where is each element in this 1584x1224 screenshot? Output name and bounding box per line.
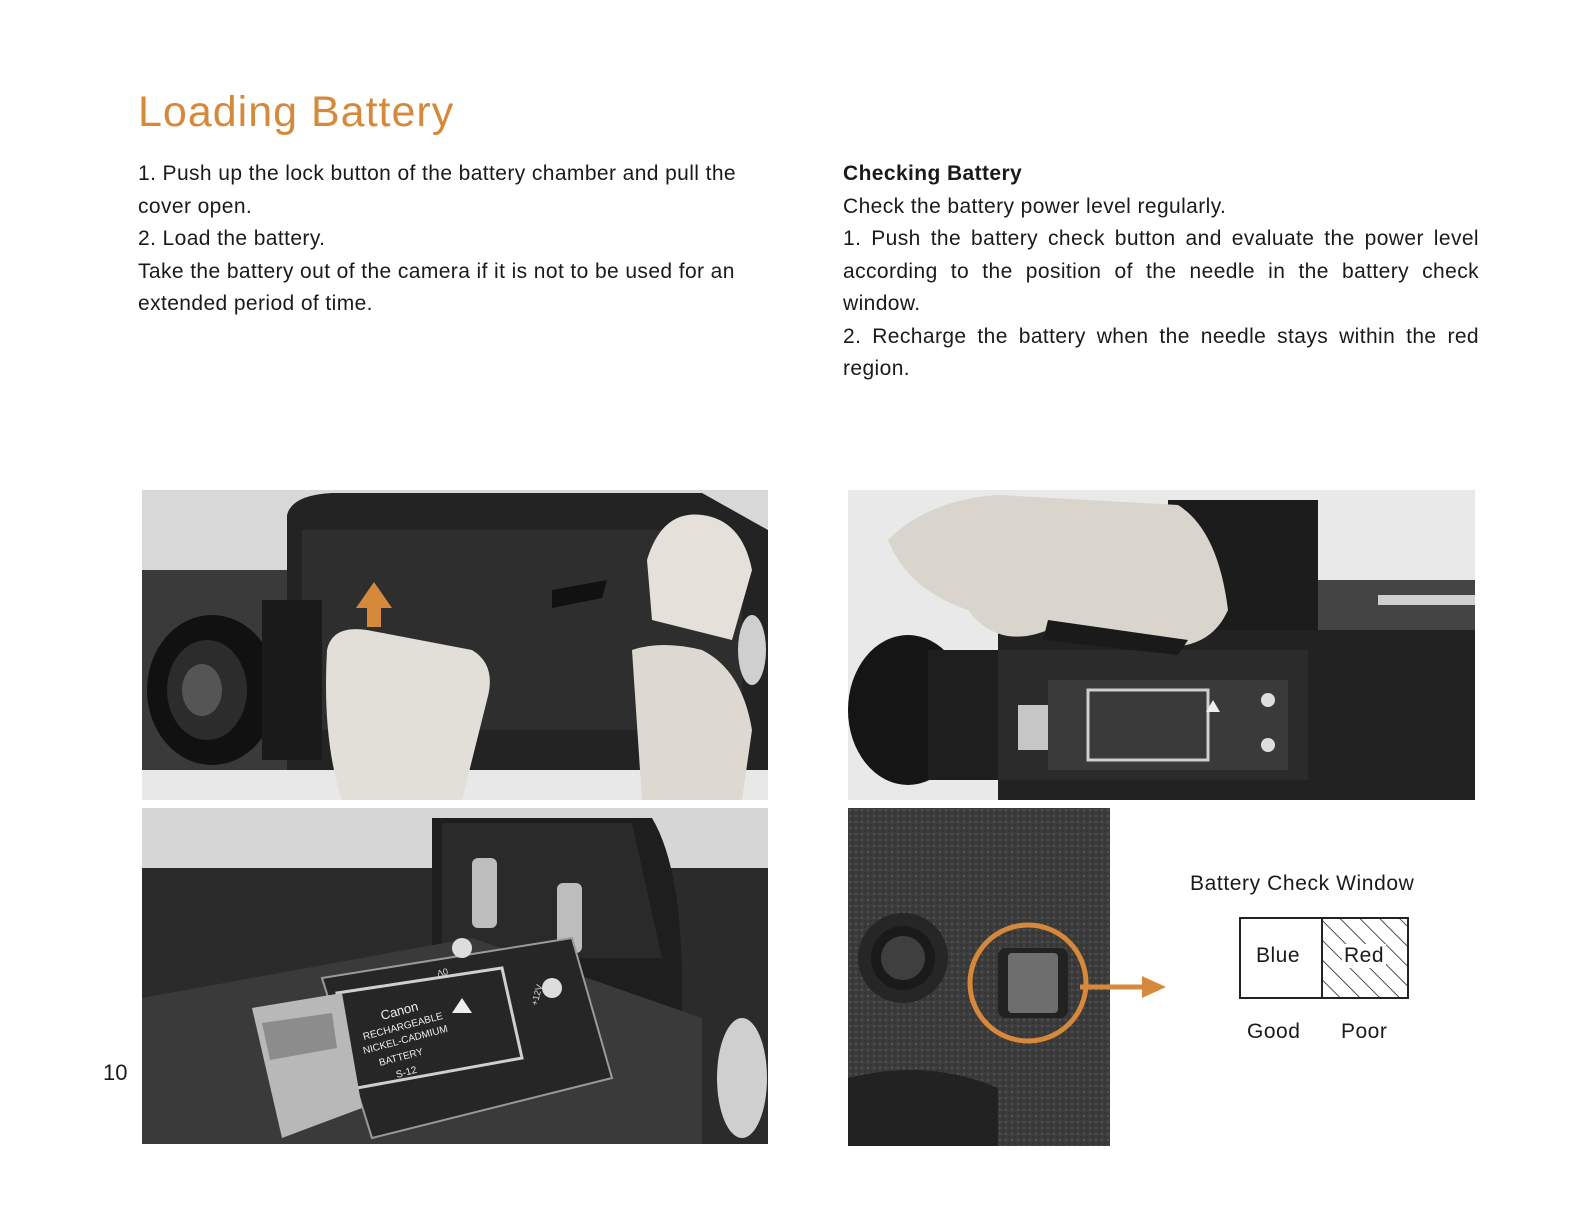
checking-intro: Check the battery power level regularly. [843, 194, 1227, 218]
checking-heading: Checking Battery [843, 162, 1023, 185]
poor-label: Poor [1341, 1020, 1388, 1043]
red-zone-label: Red [1342, 944, 1387, 968]
callout-arrow-icon [1080, 976, 1166, 998]
checking-step-2: 2. Recharge the battery when the needle … [843, 324, 1479, 381]
loading-note: Take the battery out of the camera if it… [138, 259, 735, 316]
checking-instructions: Checking Battery Check the battery power… [843, 158, 1479, 386]
checking-step-1: 1. Push the battery check button and eva… [843, 227, 1479, 315]
photo-inserting-battery [848, 490, 1475, 800]
photo-open-chamber [142, 490, 768, 800]
page-number: 10 [103, 1060, 128, 1085]
page-title: Loading Battery [138, 88, 455, 136]
photo-check-window [848, 808, 1110, 1146]
loading-instructions: 1. Push up the lock button of the batter… [138, 158, 778, 321]
battery-model-text: S-12 [395, 1065, 419, 1081]
good-label: Good [1247, 1020, 1301, 1043]
battery-check-window-title: Battery Check Window [1190, 872, 1415, 895]
blue-zone-label: Blue [1256, 944, 1301, 967]
loading-step-1: 1. Push up the lock button of the batter… [138, 162, 737, 218]
photo-battery-loaded: Canon RECHARGEABLE NICKEL-CADMIUM BATTER… [142, 808, 768, 1144]
loading-step-2: 2. Load the battery. [138, 227, 326, 250]
terminal-neg-text: 0V [436, 966, 449, 979]
